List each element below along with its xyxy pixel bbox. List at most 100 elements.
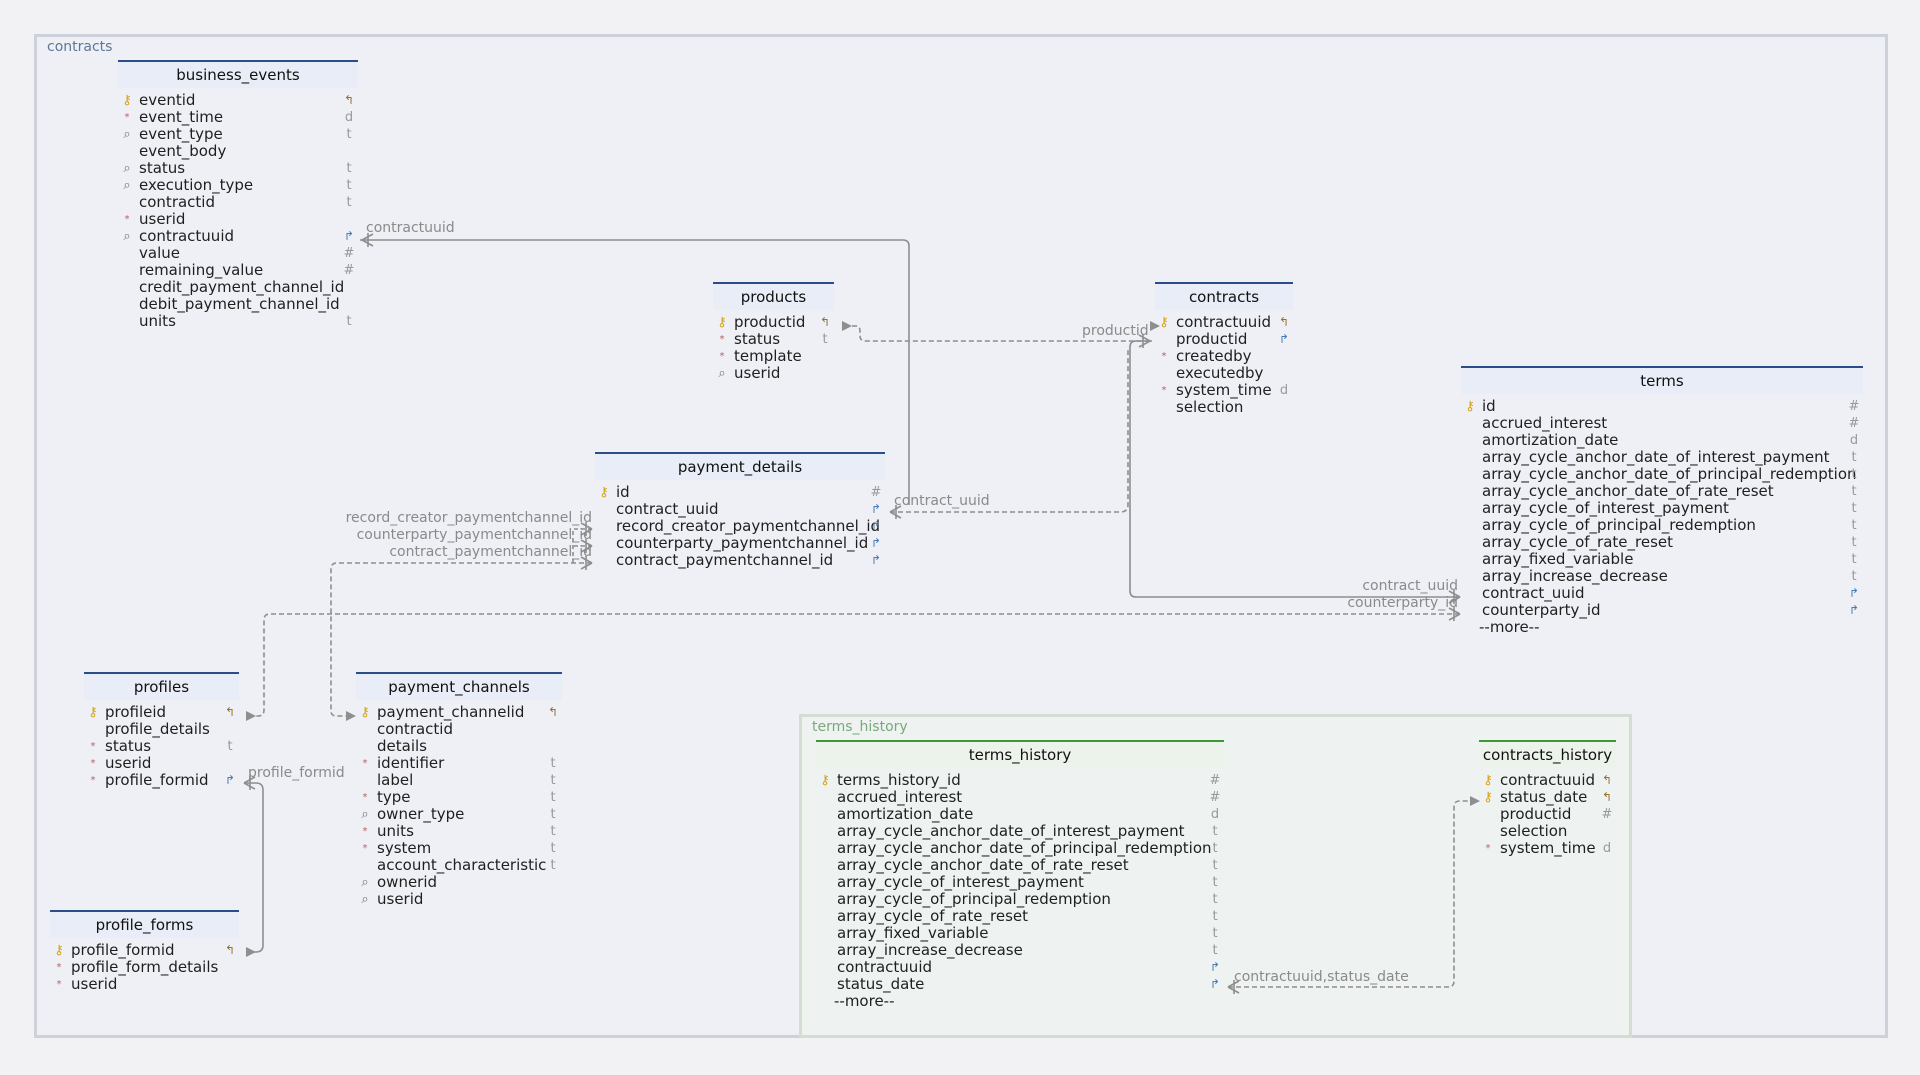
relationship-label[interactable]: contractuuid,status_date	[1234, 969, 1409, 985]
column-row[interactable]: ⚷productid↰	[713, 314, 834, 331]
column-row[interactable]: *userid	[84, 755, 239, 772]
column-row[interactable]: ⚷status_date↰	[1479, 789, 1616, 806]
entity-payment-details[interactable]: payment_details⚷id#contract_uuid↱record_…	[595, 452, 885, 569]
entity-payment-channels[interactable]: payment_channels⚷payment_channelid↰contr…	[356, 672, 562, 908]
entity-header[interactable]: contracts_history	[1479, 740, 1616, 768]
column-row[interactable]: contract_uuid↱	[595, 501, 885, 518]
column-row[interactable]: *profile_formid↱	[84, 772, 239, 789]
column-row[interactable]: ⌕userid	[356, 891, 562, 908]
column-row[interactable]: counterparty_id↱	[1461, 602, 1863, 619]
column-row[interactable]: productid↱	[1155, 331, 1293, 348]
entity-terms-history[interactable]: terms_history⚷terms_history_id#accrued_i…	[816, 740, 1224, 1010]
entity-header[interactable]: profile_forms	[50, 910, 239, 938]
column-row[interactable]: array_cycle_anchor_date_of_principal_red…	[1461, 466, 1863, 483]
entity-header[interactable]: terms	[1461, 366, 1863, 394]
relationship-label[interactable]: counterparty_id	[1347, 595, 1458, 611]
entity-header[interactable]: terms_history	[816, 740, 1224, 768]
column-row[interactable]: remaining_value#	[118, 262, 358, 279]
entity-header[interactable]: products	[713, 282, 834, 310]
entity-profile-forms[interactable]: profile_forms⚷profile_formid↰*profile_fo…	[50, 910, 239, 993]
column-row[interactable]: ⌕contractuuid↱	[118, 228, 358, 245]
entity-contracts-history[interactable]: contracts_history ⚷contractuuid↰⚷status_d…	[1479, 740, 1616, 857]
column-row[interactable]: ⚷contractuuid↰	[1479, 772, 1616, 789]
column-row[interactable]: ⚷profile_formid↰	[50, 942, 239, 959]
column-row[interactable]: executedby	[1155, 365, 1293, 382]
more-columns-link[interactable]: --more--	[1461, 619, 1863, 636]
column-row[interactable]: selection	[1155, 399, 1293, 416]
column-row[interactable]: *template	[713, 348, 834, 365]
column-row[interactable]: counterparty_paymentchannel_id↱	[595, 535, 885, 552]
column-row[interactable]: *createdby	[1155, 348, 1293, 365]
column-row[interactable]: contract_uuid↱	[1461, 585, 1863, 602]
column-row[interactable]: ⌕userid	[713, 365, 834, 382]
column-row[interactable]: selection	[1479, 823, 1616, 840]
column-row[interactable]: ⚷payment_channelid↰	[356, 704, 562, 721]
entity-header[interactable]: profiles	[84, 672, 239, 700]
column-row[interactable]: array_cycle_anchor_date_of_interest_paym…	[816, 823, 1224, 840]
more-columns-link[interactable]: --more--	[816, 993, 1224, 1010]
relationship-label[interactable]: contract_uuid	[1362, 578, 1458, 594]
column-row[interactable]: ⚷eventid↰	[118, 92, 358, 109]
column-row[interactable]: ⌕ownerid	[356, 874, 562, 891]
relationship-label[interactable]: profile_formid	[248, 765, 345, 781]
relationship-label[interactable]: productid	[1082, 323, 1149, 339]
column-row[interactable]: details	[356, 738, 562, 755]
column-row[interactable]: ⚷contractuuid↰	[1155, 314, 1293, 331]
column-row[interactable]: ⚷id#	[1461, 398, 1863, 415]
column-row[interactable]: debit_payment_channel_id	[118, 296, 358, 313]
entity-contracts[interactable]: contracts ⚷contractuuid↰productid↱*create…	[1155, 282, 1293, 416]
relationship-label[interactable]: record_creator_paymentchannel_id	[345, 510, 592, 526]
entity-terms[interactable]: terms⚷id#accrued_interest#amortization_d…	[1461, 366, 1863, 636]
column-row[interactable]: contractuuid↱	[816, 959, 1224, 976]
column-row[interactable]: contractid	[356, 721, 562, 738]
column-row[interactable]: value#	[118, 245, 358, 262]
relationship-label[interactable]: contract_paymentchannel_id	[389, 544, 592, 560]
column-row[interactable]: credit_payment_channel_id	[118, 279, 358, 296]
column-row[interactable]: array_cycle_anchor_date_of_interest_paym…	[1461, 449, 1863, 466]
group-terms-history[interactable]: terms_history	[799, 714, 1632, 1038]
relationship-label[interactable]: counterparty_paymentchannel_id	[356, 527, 592, 543]
column-row[interactable]: event_body	[118, 143, 358, 160]
column-row[interactable]: array_cycle_anchor_date_of_principal_red…	[816, 840, 1224, 857]
column-row[interactable]: status_date↱	[816, 976, 1224, 993]
column-row[interactable]: profile_details	[84, 721, 239, 738]
relationship-label[interactable]: contract_uuid	[894, 493, 990, 509]
column-row[interactable]: contract_paymentchannel_id↱	[595, 552, 885, 569]
entity-profiles[interactable]: profiles⚷profileid↰profile_details*statu…	[84, 672, 239, 789]
column-row[interactable]: *userid	[118, 211, 358, 228]
entity-header[interactable]: contracts	[1155, 282, 1293, 310]
relationship-label[interactable]: contractuuid	[366, 220, 455, 236]
entity-header[interactable]: payment_details	[595, 452, 885, 480]
